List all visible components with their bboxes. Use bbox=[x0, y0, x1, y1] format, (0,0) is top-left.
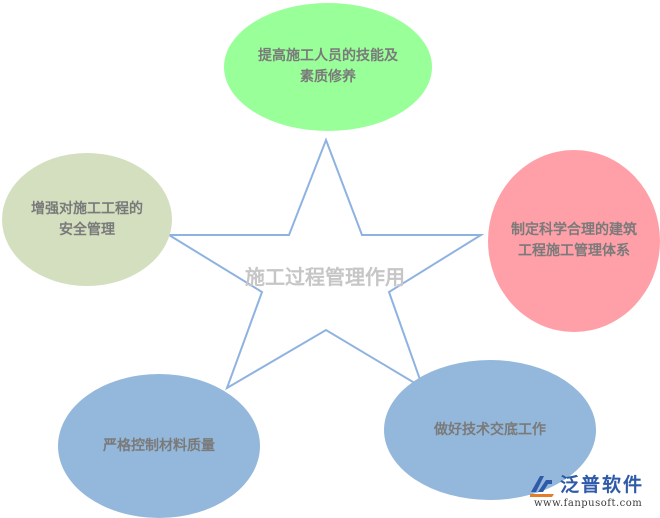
node-material-quality: 严格控制材料质量 bbox=[58, 374, 260, 518]
node-skill-quality: 提高施工人员的技能及 素质修养 bbox=[224, 3, 432, 131]
node-management-system: 制定科学合理的建筑 工程施工管理体系 bbox=[488, 150, 660, 332]
node-material-quality-label: 严格控制材料质量 bbox=[103, 437, 215, 454]
logo-name: 泛普软件 bbox=[560, 474, 645, 496]
node-management-system-label: 制定科学合理的建筑 工程施工管理体系 bbox=[511, 222, 637, 259]
logo-url: www.fanpusoft.com bbox=[534, 498, 643, 509]
center-title: 施工过程管理作用 bbox=[245, 265, 405, 289]
brand-logo: 泛普软件 www.fanpusoft.com bbox=[526, 470, 656, 514]
node-skill-quality-label: 提高施工人员的技能及 素质修养 bbox=[258, 48, 398, 85]
node-safety-management: 增强对施工工程的 安全管理 bbox=[2, 153, 172, 286]
node-technical-briefing-label: 做好技术交底工作 bbox=[434, 421, 546, 438]
logo-mark-icon bbox=[530, 476, 554, 497]
node-technical-briefing: 做好技术交底工作 bbox=[384, 360, 596, 500]
node-safety-management-label: 增强对施工工程的 安全管理 bbox=[31, 200, 143, 238]
